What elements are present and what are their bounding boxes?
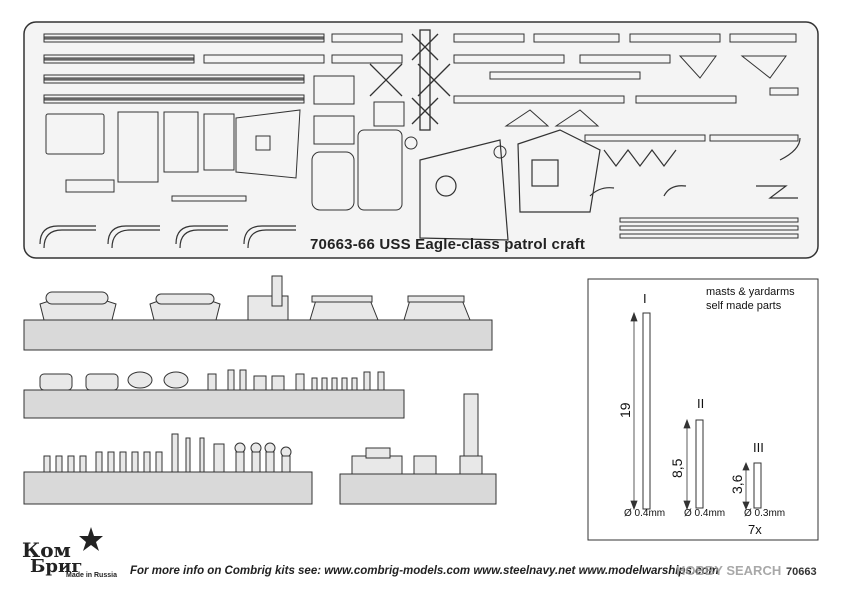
resin-block-2 — [23, 389, 405, 419]
resin-small-parts — [39, 369, 385, 391]
watermark: HOBBY SEARCH — [676, 563, 782, 578]
logo-made-in: Made in Russia — [66, 572, 117, 579]
part-diameter-2: Ø 0.4mm — [684, 508, 726, 519]
masts-title-line1: masts & yardarms — [706, 286, 795, 298]
fret-plate — [23, 21, 819, 259]
part-diameter-1: Ø 0.4mm — [624, 508, 666, 519]
fret-brackets — [504, 55, 787, 127]
resin-fittings — [43, 433, 292, 473]
resin-block-4 — [339, 473, 497, 505]
part-length-3: 3,6 — [729, 474, 745, 494]
fret-mast-crosses — [369, 29, 451, 131]
resin-funnel — [351, 393, 483, 475]
part-roman-2: II — [697, 396, 705, 411]
fret-panels — [45, 75, 405, 211]
dimension-lines — [630, 311, 750, 511]
part-roman-1: I — [643, 291, 647, 306]
part-length-1: 19 — [617, 402, 633, 418]
part-length-2: 8,5 — [669, 458, 685, 478]
resin-boats — [39, 275, 471, 321]
part-quantity: 7x — [748, 522, 762, 537]
fret-decks — [419, 129, 601, 241]
resin-block-3 — [23, 471, 313, 505]
logo-line1: Ком — [22, 538, 71, 562]
logo-line2: Бриг — [30, 556, 83, 577]
part-diameter-3: Ø 0.3mm — [744, 508, 786, 519]
resin-block-1 — [23, 319, 493, 351]
footer-code: 70663 — [786, 566, 817, 578]
part-roman-3: III — [753, 440, 764, 455]
star-icon — [79, 527, 103, 551]
mast-rods — [642, 312, 762, 510]
kit-label: 70663-66 USS Eagle-class patrol craft — [310, 236, 586, 253]
fret-rails — [43, 33, 799, 239]
fret-curved-rails — [39, 137, 801, 249]
masts-title-line2: self made parts — [706, 300, 782, 312]
fret-wheels — [404, 136, 507, 159]
footer-info: For more info on Combrig kits see: www.c… — [130, 565, 719, 577]
